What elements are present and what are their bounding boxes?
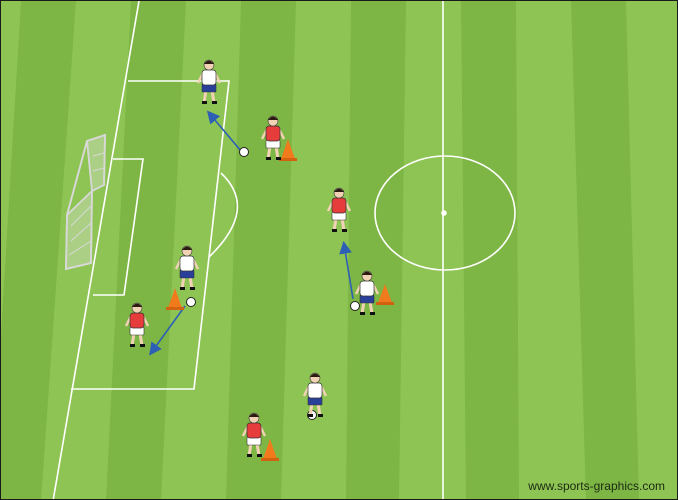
credit-text: www.sports-graphics.com xyxy=(528,479,665,493)
center-spot xyxy=(442,211,446,215)
ball-icon xyxy=(351,302,360,311)
ball-icon xyxy=(187,298,196,307)
ball-icon xyxy=(240,148,249,157)
